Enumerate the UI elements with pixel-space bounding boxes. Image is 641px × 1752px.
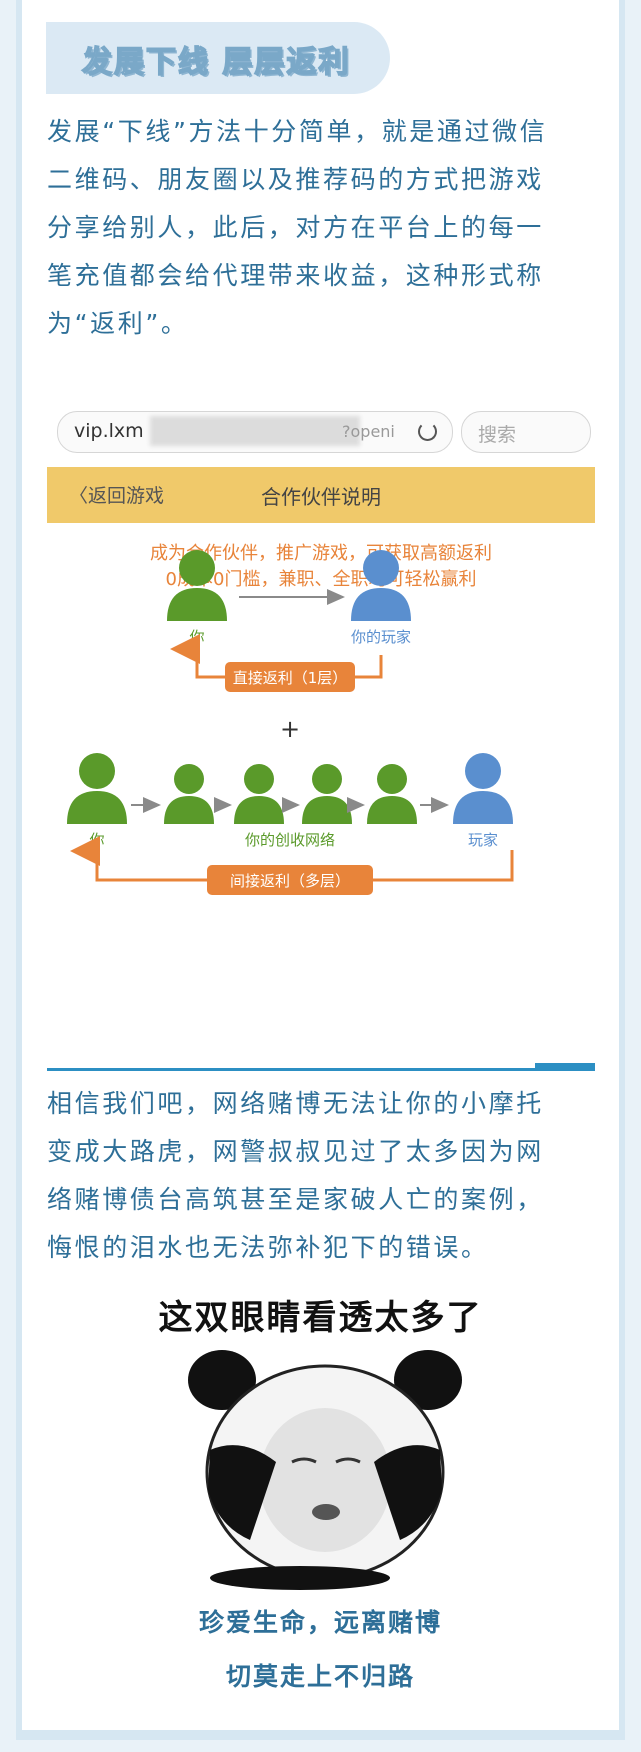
section-header-pill — [46, 22, 390, 94]
app-header-bar: 〈返回游戏 合作伙伴说明 — [47, 467, 595, 523]
intro-line-2: 0成本0门槛，兼职、全职均可轻松赢利 — [165, 569, 477, 590]
url-text: vip.lxm — [74, 420, 144, 442]
paragraph-line: 二维码、朋友圈以及推荐码的方式把游戏 — [47, 165, 544, 194]
panda-body — [210, 1566, 390, 1590]
panda-hand-right — [374, 1445, 442, 1540]
person-icon-downline-1 — [164, 764, 214, 824]
person-icon-you-network — [67, 753, 127, 824]
eye-left — [291, 1457, 317, 1464]
direct-rebate-badge — [225, 662, 355, 692]
paragraph-line: 相信我们吧，网络赌博无法让你的小摩托 — [47, 1089, 544, 1118]
mouth — [312, 1504, 340, 1520]
person-icon-downline-3 — [302, 764, 352, 824]
panda-hand-left — [208, 1445, 276, 1540]
paragraph-line: 络赌博债台高筑甚至是家破人亡的案例， — [47, 1185, 544, 1214]
refresh-icon — [418, 422, 437, 441]
person-icon-player — [453, 753, 513, 824]
paragraph-line: 悔恨的泪水也无法弥补犯下的错误。 — [47, 1233, 489, 1262]
plus-sign: + — [280, 715, 300, 743]
section-divider — [47, 1068, 595, 1071]
person-icon-downline-2 — [234, 764, 284, 824]
eye-right — [335, 1457, 361, 1464]
embedded-app-screenshot: vip.lxm ?openi 搜索 〈返回游戏 合作伙伴说明 成为合作伙伴，推广… — [47, 405, 595, 1005]
search-placeholder: 搜索 — [478, 424, 517, 446]
url-tail-text: ?openi — [342, 422, 395, 441]
paragraph-line: 笔充值都会给代理带来收益，这种形式称 — [47, 261, 544, 290]
panda-face — [259, 1408, 391, 1552]
section-divider-accent — [535, 1063, 595, 1071]
panda-meme-image — [188, 1350, 462, 1590]
label-player: 玩家 — [468, 831, 498, 849]
section-title: 发展下线 层层返利 — [81, 44, 351, 81]
panda-ear-left — [188, 1350, 256, 1410]
indirect-rebate-label: 间接返利（多层） — [230, 872, 350, 890]
indirect-rebate-badge — [207, 865, 373, 895]
intro-line-1: 成为合作伙伴，推广游戏，可获取高额返利 — [150, 543, 492, 564]
paragraph-rebate-explanation: 发展“下线”方法十分简单，就是通过微信 二维码、朋友圈以及推荐码的方式把游戏 分… — [47, 108, 595, 348]
label-you-network: 你 — [89, 831, 104, 849]
app-page-title: 合作伙伴说明 — [261, 485, 381, 509]
person-icon-you — [167, 550, 227, 621]
card-left-edge — [16, 0, 22, 1740]
person-icon-your-player — [351, 550, 411, 621]
url-bar: vip.lxm ?openi — [57, 411, 453, 453]
label-you: 你 — [189, 628, 204, 646]
paragraph-line: 分享给别人，此后，对方在平台上的每一 — [47, 213, 544, 242]
direct-rebate-label: 直接返利（1层） — [233, 669, 348, 687]
panda-ear-right — [394, 1350, 462, 1410]
url-blurred-segment — [150, 416, 360, 446]
label-your-player: 你的玩家 — [351, 628, 411, 646]
rebate-diagram: 你 你的玩家 直接返利（1层） + — [67, 550, 514, 895]
paragraph-line: 发展“下线”方法十分简单，就是通过微信 — [47, 117, 548, 146]
meme-caption: 这双眼睛看透太多了 — [158, 1298, 483, 1338]
slogan-line-1: 珍爱生命，远离赌博 — [198, 1608, 442, 1637]
label-network: 你的创收网络 — [245, 831, 335, 849]
search-box: 搜索 — [461, 411, 591, 453]
back-to-game-link: 〈返回游戏 — [69, 485, 165, 507]
paragraph-line: 为“返利”。 — [47, 309, 189, 338]
card-right-edge — [619, 0, 625, 1740]
card-bottom-edge — [16, 1730, 625, 1740]
slogan-line-2: 切莫走上不归路 — [225, 1662, 415, 1691]
paragraph-line: 变成大路虎，网警叔叔见过了太多因为网 — [47, 1137, 544, 1166]
paragraph-warning: 相信我们吧，网络赌博无法让你的小摩托 变成大路虎，网警叔叔见过了太多因为网 络赌… — [47, 1080, 595, 1272]
person-icon-downline-4 — [367, 764, 417, 824]
